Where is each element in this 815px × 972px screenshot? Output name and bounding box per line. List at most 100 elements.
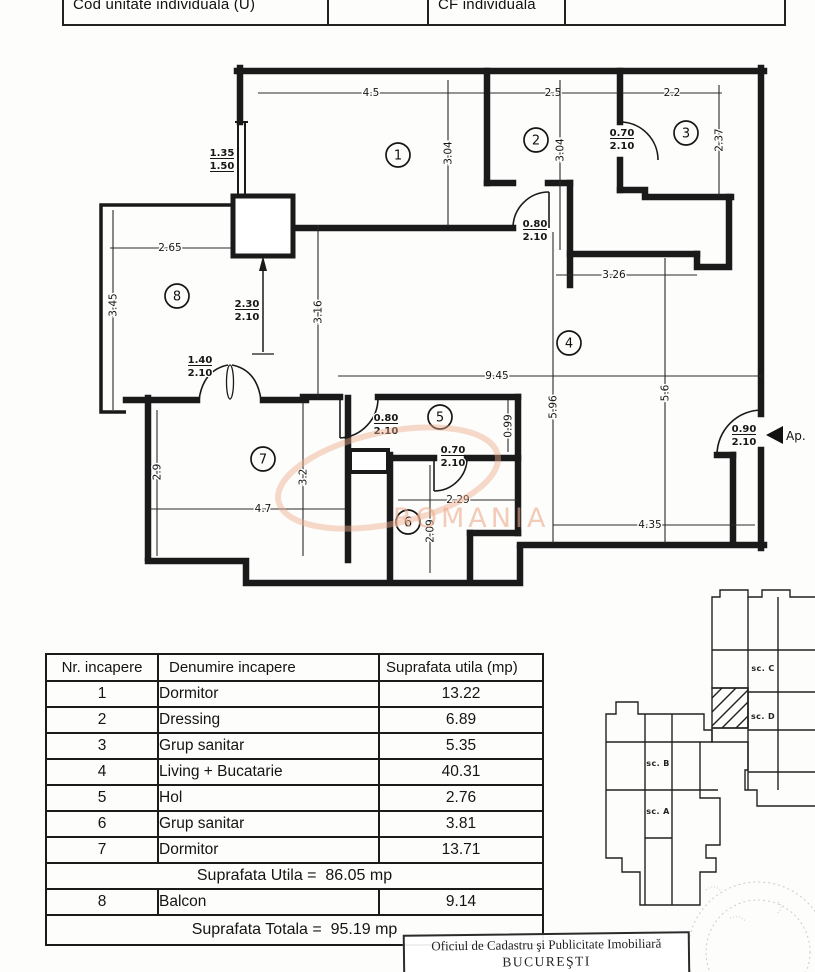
dimension-label: 3.2 [298,469,310,486]
header-table: Cod unitate individuala (U) CF individua… [62,0,786,26]
door-size-label: 0.70 2.10 [608,127,635,154]
table-cell: 6 [45,810,159,838]
svg-text:0.90: 0.90 [732,424,757,435]
door-label-layer: 0.702.100.802.101.351.502.302.101.402.10… [186,127,757,471]
staircase-label-c: sc. C [751,664,774,673]
dimension-label: 4.7 [255,503,272,515]
table-merged-cell: Suprafata Utila = 86.05 mp [45,862,544,890]
table-cell: 4 [45,758,159,786]
table-cell: 3 [45,732,159,760]
dimension-label: 3.26 [602,269,626,281]
room-number-8: 8 [164,283,190,309]
dimension-label: 0.99 [503,414,515,437]
dimension-label: 4.5 [363,87,380,99]
table-row: Suprafata Totala = 95.19 mp [45,914,544,946]
door-size-label: 1.35 1.50 [208,147,235,174]
dimension-label: 2.09 [425,519,437,542]
dimension-label: 3.04 [555,138,567,162]
svg-text:0.80: 0.80 [523,219,548,230]
entrance-arrow-icon [766,426,783,444]
staircase-label-d: sc. D [751,712,775,721]
table-cell: Grup sanitar [157,732,380,760]
staircase-label-b: sc. B [646,759,669,768]
table-cell: 13.22 [378,680,544,708]
room-number-text: 3 [682,127,690,142]
room-areas-table-wrap: Nr. incapere Denumire incapere Suprafata… [45,653,544,946]
col-header-suprafata: Suprafata utila (mp) [378,653,544,682]
svg-text:2.10: 2.10 [732,437,757,448]
table-cell: 3.81 [378,810,544,838]
dimension-label: 2.65 [158,242,181,254]
svg-text:0.70: 0.70 [610,128,635,139]
entrance-marker: Ap. [766,426,806,444]
room-number-1: 1 [385,142,411,168]
dimension-label: 2.29 [446,494,469,506]
dimension-label: 3.16 [313,300,325,324]
svg-text:2.10: 2.10 [441,458,466,469]
room-number-circle [523,127,549,153]
door-size-label: 0.802.10 [521,218,548,245]
entrance-label: Ap. [786,429,806,443]
door-arcs [198,121,763,492]
svg-text:2.10: 2.10 [235,312,260,323]
table-row: Suprafata Utila = 86.05 mp [45,862,544,890]
table-cell: 1 [45,680,159,708]
door-size-label: 0.802.10 [372,412,399,439]
table-cell: 2 [45,706,159,734]
watermark-text: ROMANIA [393,503,549,534]
svg-text:1.35: 1.35 [210,148,235,159]
svg-text:2.10: 2.10 [374,426,399,437]
room-number-3: 3 [673,120,699,146]
room-number-circle [164,283,190,309]
table-cell: 40.31 [378,758,544,786]
table-merged-cell: Suprafata Totala = 95.19 mp [45,914,544,946]
table-cell: 6.89 [378,706,544,734]
table-cell: Dormitor [157,680,380,708]
table-cell: Dormitor [157,836,380,864]
dimension-label: 3.45 [108,293,120,316]
header-cell-cf-value [564,0,784,24]
svg-text:2.30: 2.30 [235,299,260,310]
table-cell: 2.76 [378,784,544,812]
table-cell: Living + Bucatarie [157,758,380,786]
table-cell: Hol [157,784,380,812]
table-cell: 5.35 [378,732,544,760]
header-cell-cod-unitate: Cod unitate individuala (U) [73,0,256,13]
window-symbol [235,121,248,197]
table-cell: 9.14 [378,888,544,916]
ocpi-stamp-box: Oficiul de Cadastru şi Publicitate Imobi… [402,931,691,972]
svg-text:1.50: 1.50 [210,161,235,172]
room-number-2: 2 [523,127,549,153]
chimney-block [230,193,296,259]
table-cell: Balcon [157,888,380,916]
dimension-label: 2.9 [152,464,164,481]
dimension-label: 9.45 [485,370,508,382]
room-number-circle [427,404,453,430]
room-number-text: 6 [404,516,412,531]
room-number-text: 5 [436,411,444,426]
dimension-label: 5.6 [660,384,672,401]
svg-text:1.40: 1.40 [188,355,213,366]
staircase-label-a: sc. A [646,807,670,816]
table-cell: 13.71 [378,836,544,864]
room-number-circle [250,446,276,472]
svg-text:2.10: 2.10 [610,141,635,152]
key-plan [605,589,815,906]
room-number-circle [673,120,699,146]
col-header-nr: Nr. incapere [45,653,159,682]
balcony-wall [99,203,233,414]
dimension-label: 2.2 [664,87,681,99]
door-size-label: 2.30 2.10 [233,298,260,325]
room-number-text: 1 [394,149,402,164]
table-cell: Dressing [157,706,380,734]
watermark: ROMANIA [275,424,549,534]
table-cell: 5 [45,784,159,812]
